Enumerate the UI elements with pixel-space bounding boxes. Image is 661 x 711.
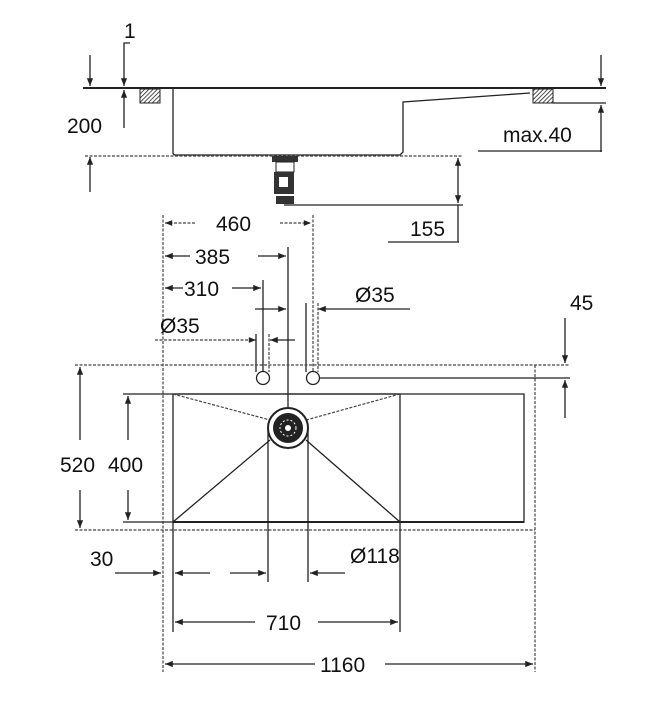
side-view: 1 200 max.40 155 <box>67 20 606 243</box>
dim-1-label: 1 <box>124 20 136 43</box>
dim-dia118-label: Ø118 <box>350 545 400 568</box>
dim-460-label: 460 <box>216 213 251 236</box>
bowl-profile <box>172 89 531 156</box>
top-view: 460 385 310 Ø35 Ø35 <box>60 213 593 677</box>
countertop-section-right <box>532 88 554 104</box>
dim-45-label: 45 <box>570 292 593 315</box>
dim-385-label: 385 <box>195 246 230 269</box>
dim-30-label: 30 <box>90 548 113 571</box>
dim-155-label: 155 <box>410 218 445 241</box>
tap-hole-left <box>255 370 271 386</box>
dim-dia35-right-label: Ø35 <box>355 284 395 307</box>
drainer-outline <box>123 393 525 523</box>
dim-1160-label: 1160 <box>320 654 365 677</box>
drain-icon <box>267 407 309 449</box>
dim-400-label: 400 <box>108 454 143 477</box>
dim-710-label: 710 <box>266 612 301 635</box>
tap-hole-right <box>305 370 321 386</box>
bowl-outline <box>172 393 401 522</box>
dim-310-label: 310 <box>184 278 219 301</box>
drain-waste-fitting <box>272 156 298 204</box>
dim-200-label: 200 <box>67 115 102 138</box>
countertop-section-left <box>139 88 161 104</box>
dim-dia35-left-label: Ø35 <box>160 315 200 338</box>
dim-520-label: 520 <box>60 454 95 477</box>
dim-max40-label: max.40 <box>503 124 572 147</box>
